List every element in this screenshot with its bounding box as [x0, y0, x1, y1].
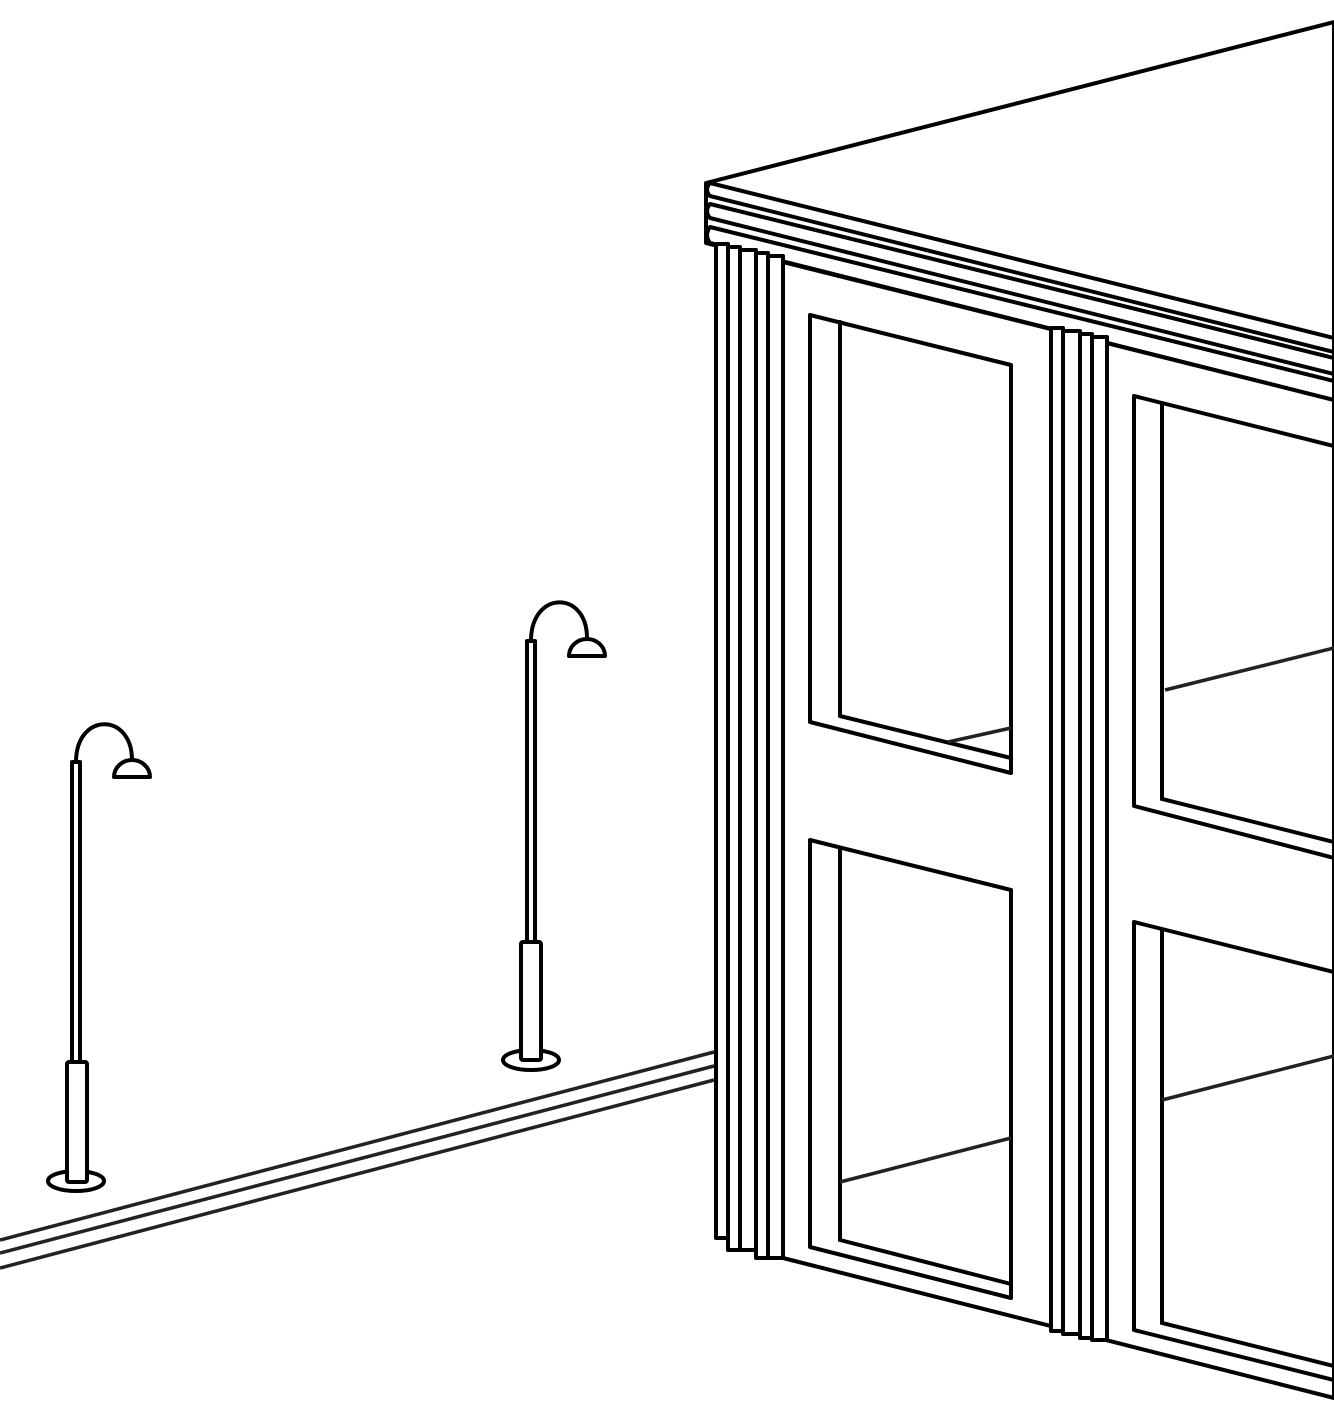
corner-pillar [714, 242, 785, 1260]
window-top-left [808, 313, 1013, 775]
window-top-right [1132, 394, 1334, 860]
street-lamp-right [501, 600, 607, 1072]
window-bottom-right [1132, 920, 1334, 1382]
middle-pillar [1049, 326, 1109, 1342]
window-bottom-left [808, 838, 1013, 1300]
cornice [705, 181, 1334, 402]
street-lamp-left [46, 722, 152, 1193]
building [704, 20, 1334, 1400]
curb-lines [0, 1050, 715, 1270]
